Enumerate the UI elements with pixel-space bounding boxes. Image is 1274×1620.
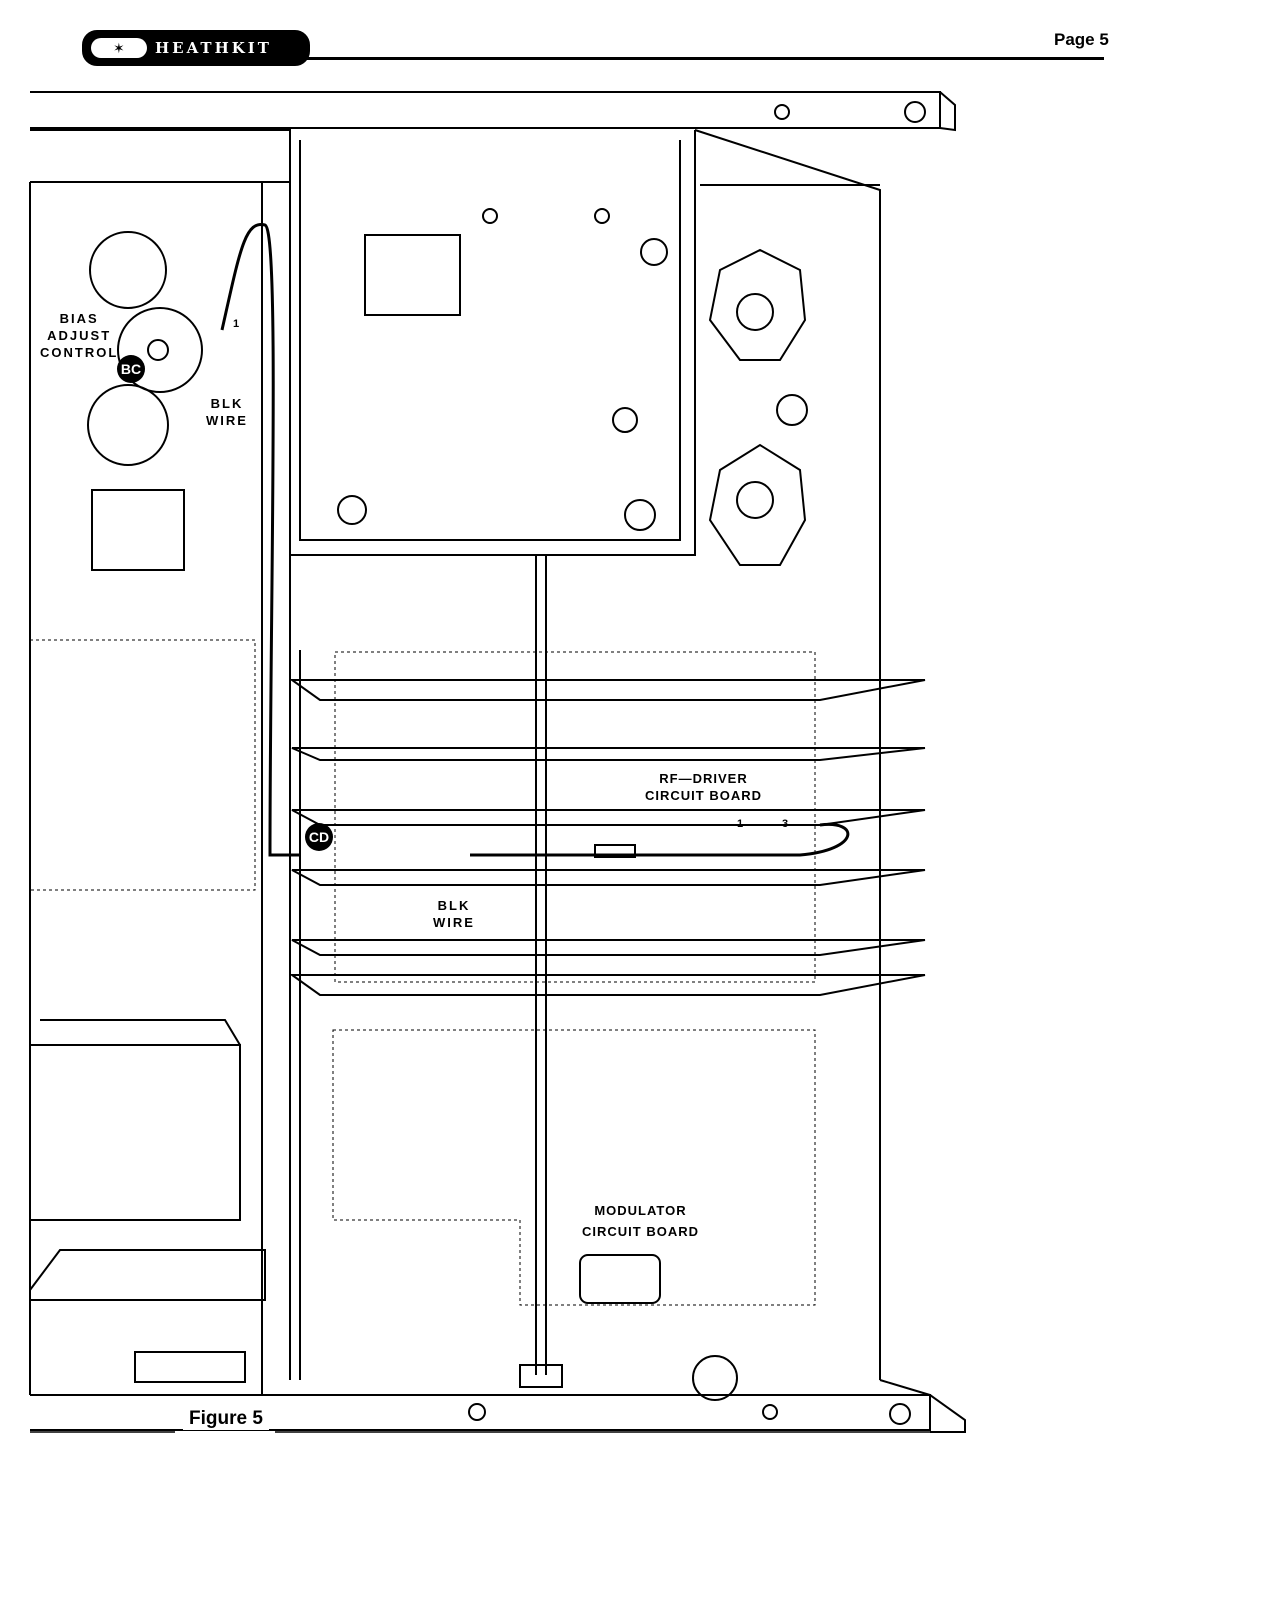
rf-driver-board-label: RF—DRIVER CIRCUIT BOARD <box>645 770 762 804</box>
label-line: CIRCUIT BOARD <box>645 788 762 803</box>
label-line: RF—DRIVER <box>659 771 748 786</box>
label-line: WIRE <box>206 413 248 428</box>
atom-emblem-icon <box>91 38 147 58</box>
label-line: CIRCUIT BOARD <box>582 1224 699 1239</box>
header-rule <box>304 57 1104 60</box>
label-line: MODULATOR <box>594 1203 687 1218</box>
modulator-board-label: MODULATOR CIRCUIT BOARD <box>582 1200 699 1242</box>
label-line: BLK <box>437 898 471 913</box>
bias-adjust-label: BIAS ADJUST CONTROL <box>40 310 118 361</box>
label-line: BLK <box>210 396 244 411</box>
lug-number: 1 <box>233 318 240 330</box>
lug-number: 3 <box>782 818 789 830</box>
badge-cd: CD <box>305 823 333 851</box>
blk-wire-label-upper: BLK WIRE <box>206 395 248 429</box>
figure-caption: Figure 5 <box>183 1408 269 1430</box>
brand-name: HEATHKIT <box>155 39 272 57</box>
heathkit-logo: HEATHKIT <box>82 30 310 66</box>
blk-wire-label-lower: BLK WIRE <box>433 897 475 931</box>
label-line: ADJUST <box>47 328 112 343</box>
label-line: BIAS <box>59 311 99 326</box>
label-line: WIRE <box>433 915 475 930</box>
page-number: Page 5 <box>1054 30 1109 49</box>
badge-bc: BC <box>117 355 145 383</box>
lug-number: 1 <box>737 818 744 830</box>
label-line: CONTROL <box>40 345 119 360</box>
